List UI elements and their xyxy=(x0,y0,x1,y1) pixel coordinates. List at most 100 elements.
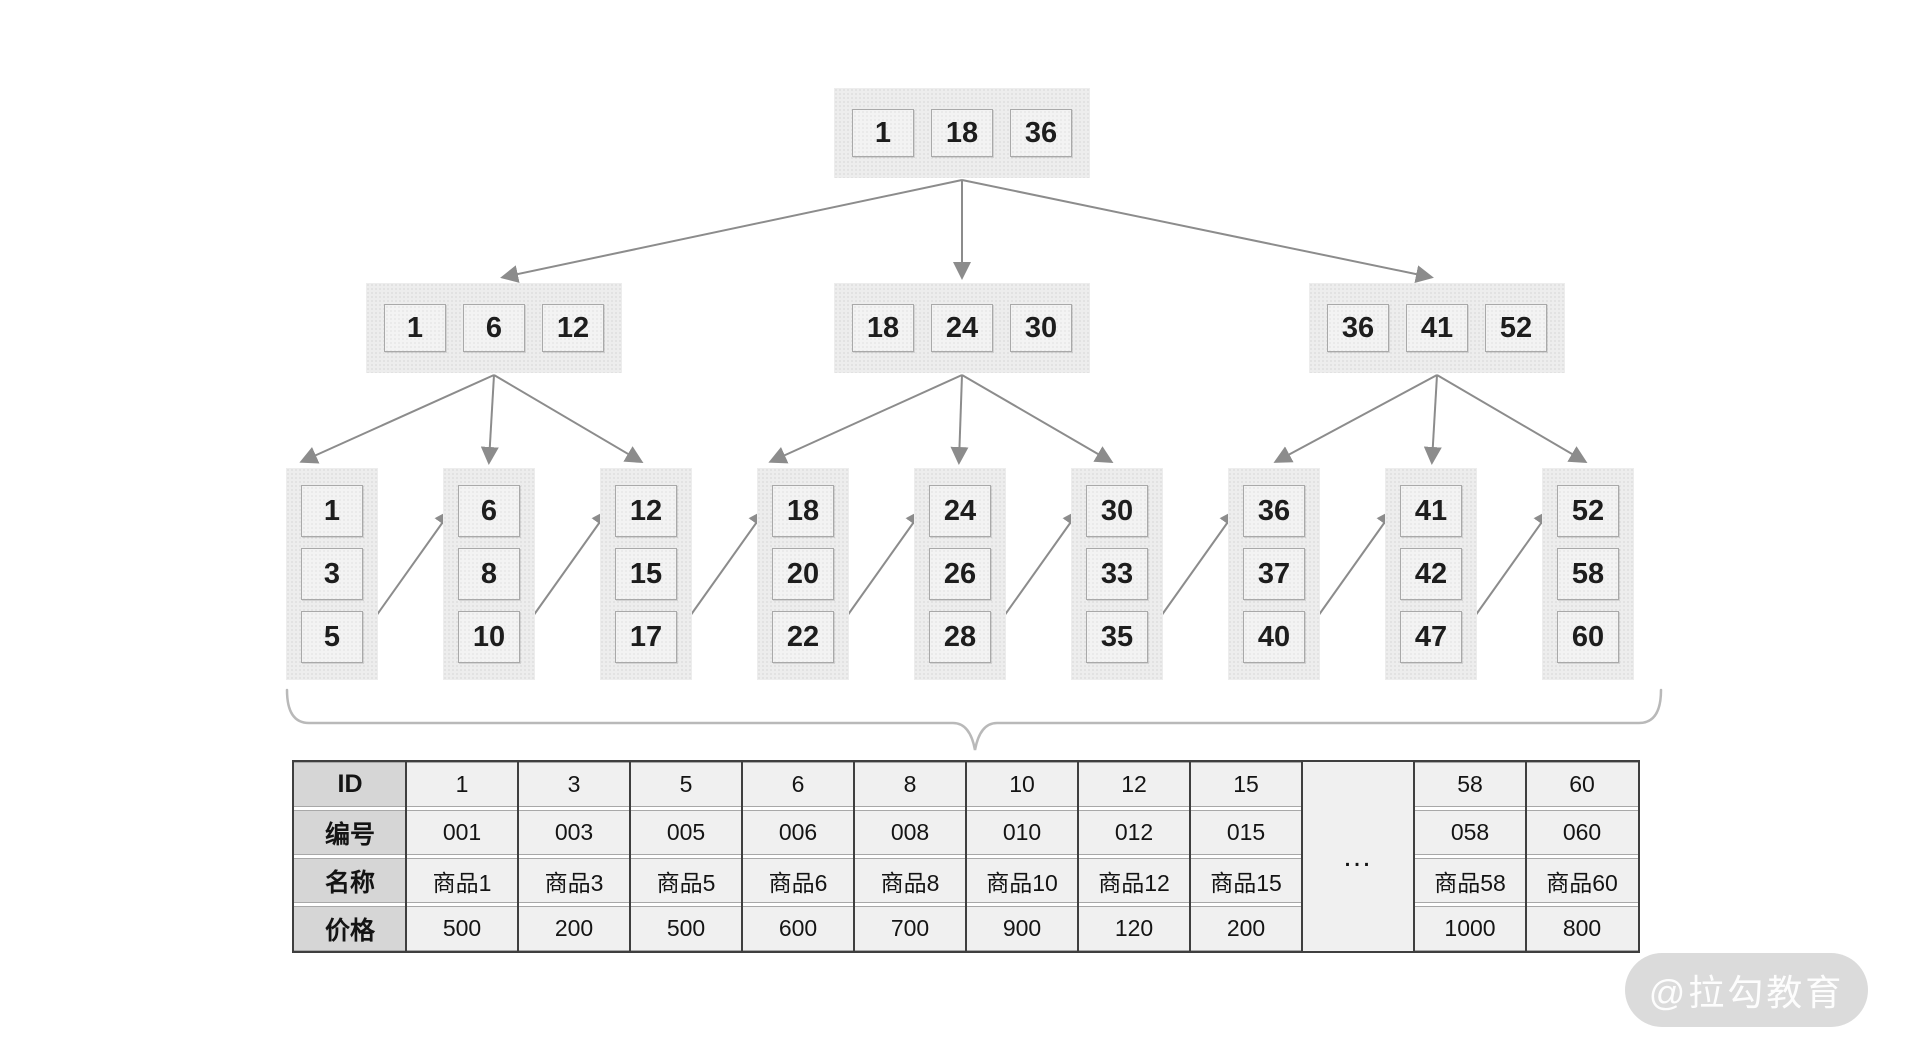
table-cell: 商品5 xyxy=(630,858,742,903)
tree-key: 42 xyxy=(1400,548,1462,600)
table-cell: 商品1 xyxy=(406,858,518,903)
tree-key: 6 xyxy=(463,304,525,352)
watermark-badge: @拉勾教育 xyxy=(1625,953,1868,1027)
tree-key: 1 xyxy=(852,109,914,157)
table-cell: 015 xyxy=(1190,810,1302,855)
table-cell: 商品3 xyxy=(518,858,630,903)
table-cell: 800 xyxy=(1526,906,1638,951)
tree-key: 58 xyxy=(1557,548,1619,600)
internal-node: 36 41 52 xyxy=(1309,283,1565,373)
leaf-node: 36 37 40 xyxy=(1228,468,1320,680)
tree-key: 28 xyxy=(929,611,991,663)
leaf-node: 52 58 60 xyxy=(1542,468,1634,680)
leaf-node: 41 42 47 xyxy=(1385,468,1477,680)
table-cell: 60 xyxy=(1526,762,1638,807)
table-cell: 008 xyxy=(854,810,966,855)
table-row-header: 价格 xyxy=(294,906,406,951)
table-row-header: ID xyxy=(294,762,406,807)
table-cell: 5 xyxy=(630,762,742,807)
leaf-node: 24 26 28 xyxy=(914,468,1006,680)
leaf-node: 1 3 5 xyxy=(286,468,378,680)
tree-key: 30 xyxy=(1086,485,1148,537)
tree-key: 41 xyxy=(1406,304,1468,352)
table-cell: 600 xyxy=(742,906,854,951)
tree-key: 24 xyxy=(931,304,993,352)
tree-key: 26 xyxy=(929,548,991,600)
tree-key: 37 xyxy=(1243,548,1305,600)
tree-key: 10 xyxy=(458,611,520,663)
table-cell: 1000 xyxy=(1414,906,1526,951)
tree-key: 17 xyxy=(615,611,677,663)
table-cell: 6 xyxy=(742,762,854,807)
table-cell: 商品10 xyxy=(966,858,1078,903)
grouping-brace xyxy=(285,688,1663,751)
tree-key: 30 xyxy=(1010,304,1072,352)
table-cell: 500 xyxy=(630,906,742,951)
table-cell: 058 xyxy=(1414,810,1526,855)
table-cell: 商品12 xyxy=(1078,858,1190,903)
table-cell: 商品60 xyxy=(1526,858,1638,903)
table-cell: 200 xyxy=(518,906,630,951)
table-cell: 012 xyxy=(1078,810,1190,855)
tree-key: 24 xyxy=(929,485,991,537)
tree-key: 8 xyxy=(458,548,520,600)
tree-key: 5 xyxy=(301,611,363,663)
table-ellipsis-cell: … xyxy=(1302,762,1414,951)
table-cell: 060 xyxy=(1526,810,1638,855)
tree-key: 22 xyxy=(772,611,834,663)
tree-key: 6 xyxy=(458,485,520,537)
table-cell: 003 xyxy=(518,810,630,855)
tree-key: 15 xyxy=(615,548,677,600)
table-cell: 001 xyxy=(406,810,518,855)
table-cell: 12 xyxy=(1078,762,1190,807)
root-node: 1 18 36 xyxy=(834,88,1090,178)
table-cell: 商品8 xyxy=(854,858,966,903)
table-cell: 58 xyxy=(1414,762,1526,807)
tree-key: 3 xyxy=(301,548,363,600)
table-cell: 15 xyxy=(1190,762,1302,807)
table-cell: 商品15 xyxy=(1190,858,1302,903)
tree-key: 12 xyxy=(542,304,604,352)
table-row-header: 名称 xyxy=(294,858,406,903)
tree-key: 60 xyxy=(1557,611,1619,663)
table-cell: 005 xyxy=(630,810,742,855)
tree-key: 1 xyxy=(384,304,446,352)
tree-key: 40 xyxy=(1243,611,1305,663)
tree-key: 36 xyxy=(1010,109,1072,157)
tree-key: 36 xyxy=(1327,304,1389,352)
table-cell: 006 xyxy=(742,810,854,855)
table-cell: 120 xyxy=(1078,906,1190,951)
tree-key: 20 xyxy=(772,548,834,600)
tree-key: 35 xyxy=(1086,611,1148,663)
tree-key: 33 xyxy=(1086,548,1148,600)
tree-key: 1 xyxy=(301,485,363,537)
table-cell: 700 xyxy=(854,906,966,951)
table-cell: 商品6 xyxy=(742,858,854,903)
tree-key: 52 xyxy=(1485,304,1547,352)
table-cell: 900 xyxy=(966,906,1078,951)
tree-key: 36 xyxy=(1243,485,1305,537)
table-cell: 010 xyxy=(966,810,1078,855)
table-row-header: 编号 xyxy=(294,810,406,855)
table-cell: 500 xyxy=(406,906,518,951)
table-cell: 3 xyxy=(518,762,630,807)
tree-key: 18 xyxy=(931,109,993,157)
table-cell: 1 xyxy=(406,762,518,807)
tree-key: 41 xyxy=(1400,485,1462,537)
tree-key: 18 xyxy=(772,485,834,537)
table-cell: 200 xyxy=(1190,906,1302,951)
watermark-text: @拉勾教育 xyxy=(1648,972,1845,1013)
table-cell: 10 xyxy=(966,762,1078,807)
tree-key: 47 xyxy=(1400,611,1462,663)
tree-key: 52 xyxy=(1557,485,1619,537)
table-cell: 商品58 xyxy=(1414,858,1526,903)
leaf-node: 6 8 10 xyxy=(443,468,535,680)
table-cell: 8 xyxy=(854,762,966,807)
leaf-node: 30 33 35 xyxy=(1071,468,1163,680)
